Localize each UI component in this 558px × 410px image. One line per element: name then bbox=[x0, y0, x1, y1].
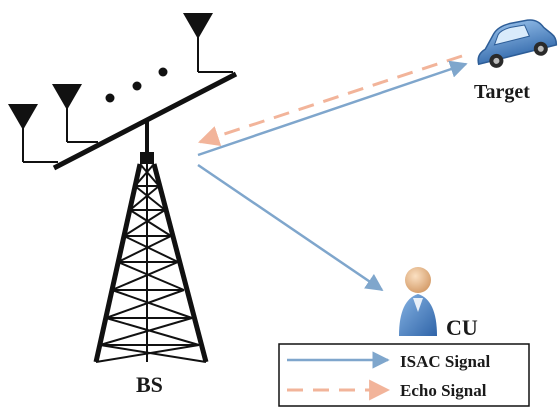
legend: ISAC Signal Echo Signal bbox=[278, 343, 530, 407]
antenna-icon bbox=[183, 13, 233, 73]
legend-box bbox=[278, 343, 530, 407]
base-station-tower-icon bbox=[93, 120, 209, 363]
target-label: Target bbox=[474, 81, 530, 103]
car-icon bbox=[477, 19, 558, 68]
user-icon bbox=[399, 267, 437, 336]
isac-signal-to-target-arrow bbox=[197, 60, 468, 157]
legend-echo-label: Echo Signal bbox=[400, 381, 487, 400]
legend-isac-label: ISAC Signal bbox=[400, 352, 491, 371]
ellipsis-dots bbox=[105, 67, 168, 103]
antenna-array bbox=[8, 13, 238, 171]
bs-label: BS bbox=[136, 372, 163, 397]
isac-signal-to-cu-arrow bbox=[197, 163, 384, 292]
echo-signal-arrow bbox=[198, 54, 463, 147]
antenna-icon bbox=[52, 84, 98, 143]
antenna-icon bbox=[8, 104, 58, 163]
cu-label: CU bbox=[446, 315, 478, 340]
